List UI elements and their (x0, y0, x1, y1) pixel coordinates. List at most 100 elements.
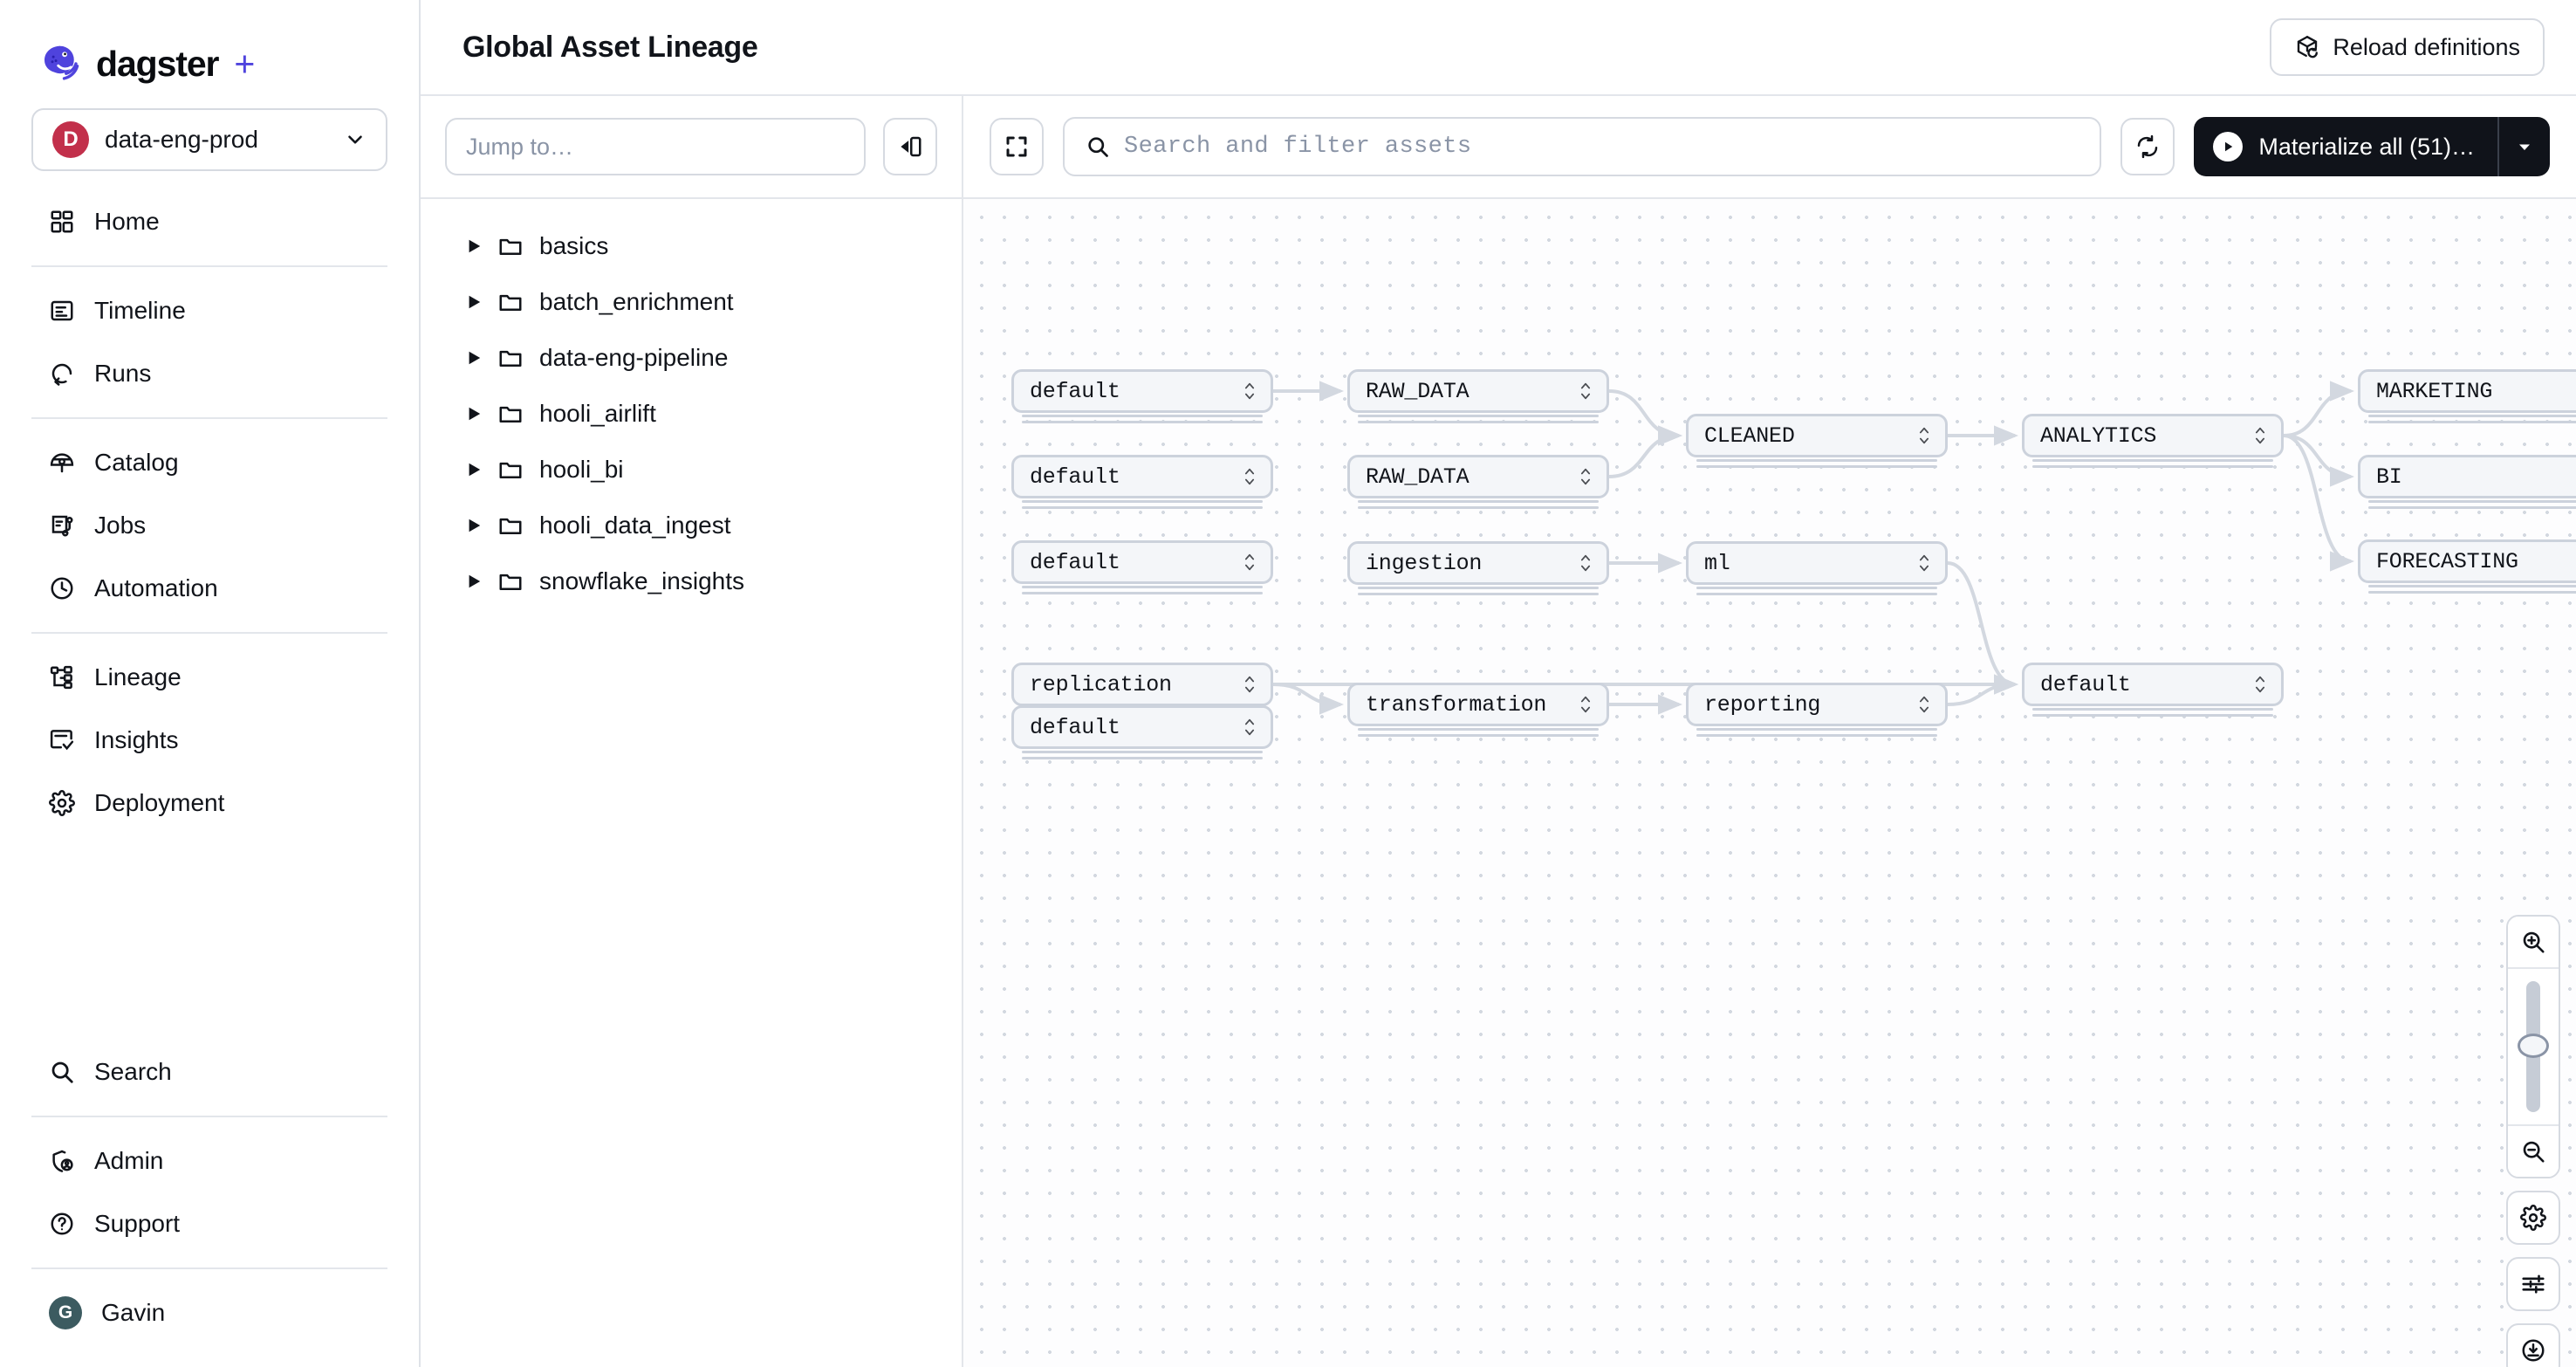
tree-item-hooli-airlift[interactable]: hooli_airlift (421, 386, 962, 442)
refresh-icon (2138, 134, 2158, 159)
triangle-right-icon (469, 463, 481, 477)
layout-options-button[interactable] (2506, 1257, 2560, 1311)
zoom-slider-thumb[interactable] (2518, 1034, 2549, 1058)
lineage-node-label: transformation (1366, 691, 1547, 718)
materialize-options-button[interactable] (2499, 117, 2550, 176)
sidebar-item-automation[interactable]: Automation (0, 557, 419, 620)
folder-icon (499, 350, 522, 367)
updown-chevron-icon (1919, 696, 1929, 713)
lineage-node[interactable]: FORECASTING (2358, 539, 2576, 583)
sidebar-item-label: Lineage (94, 663, 182, 690)
materialize-all-button[interactable]: Materialize all (51)… (2194, 117, 2497, 176)
lineage-edge (2283, 434, 2354, 487)
sidebar-item-home[interactable]: Home (0, 190, 419, 253)
reload-definitions-button[interactable]: Reload definitions (2270, 18, 2545, 76)
triangle-right-icon (469, 519, 481, 532)
lineage-node[interactable]: ml (1686, 541, 1948, 585)
fit-view-button[interactable] (990, 118, 1044, 175)
lineage-node[interactable]: default (2022, 663, 2284, 706)
zoom-in-button[interactable] (2508, 917, 2559, 967)
download-circle-icon (2522, 1339, 2545, 1362)
sidebar-item-lineage[interactable]: Lineage (0, 646, 419, 709)
download-graph-button[interactable] (2506, 1323, 2560, 1367)
sidebar-item-label: Home (94, 208, 160, 235)
main-content: Global Asset Lineage Reload definitions (421, 0, 2576, 1367)
lineage-node-label: default (1030, 549, 1120, 575)
tree-item-hooli-data-ingest[interactable]: hooli_data_ingest (421, 498, 962, 553)
collapse-left-panel-button[interactable] (883, 118, 937, 175)
brand[interactable]: dagster + (0, 0, 419, 94)
tree-item-basics[interactable]: basics (421, 218, 962, 274)
nav-divider (31, 417, 387, 419)
folder-icon (499, 294, 522, 311)
lineage-node[interactable]: ingestion (1347, 541, 1609, 585)
triangle-right-icon (469, 295, 481, 309)
sidebar-item-label: Support (94, 1210, 181, 1237)
lineage-node[interactable]: default (1011, 705, 1273, 749)
tree-item-batch-enrichment[interactable]: batch_enrichment (421, 274, 962, 330)
lineage-edge (1608, 425, 1682, 478)
sidebar-item-user[interactable]: G Gavin (0, 1281, 419, 1344)
lineage-node-label: CLEANED (1704, 422, 1795, 449)
sidebar-item-label: Runs (94, 360, 152, 387)
sidebar-item-jobs[interactable]: Jobs (0, 494, 419, 557)
lineage-node[interactable]: default (1011, 540, 1273, 584)
lineage-node[interactable]: RAW_DATA (1347, 369, 1609, 413)
tree-item-snowflake-insights[interactable]: snowflake_insights (421, 553, 962, 609)
asset-group-tree: basics batch_enrichment data-eng-pipelin… (421, 199, 963, 1367)
updown-chevron-icon (1244, 676, 1255, 693)
lineage-node-label: default (1030, 464, 1120, 490)
sidebar-item-search[interactable]: Search (0, 1041, 419, 1103)
sidebar-bottom: Search Admin Support (0, 1041, 419, 1344)
sidebar-item-insights[interactable]: Insights (0, 709, 419, 772)
jump-to-input[interactable] (445, 118, 866, 175)
lineage-node[interactable]: CLEANED (1686, 414, 1948, 457)
lineage-node[interactable]: default (1011, 455, 1273, 498)
lineage-node[interactable]: BI (2358, 455, 2576, 498)
lineage-node-label: BI (2376, 464, 2402, 490)
lineage-node[interactable]: reporting (1686, 683, 1948, 726)
lineage-node[interactable]: transformation (1347, 683, 1609, 726)
zoom-out-button[interactable] (2508, 1126, 2559, 1177)
lineage-node[interactable]: RAW_DATA (1347, 455, 1609, 498)
materialize-all-label: Materialize all (51)… (2258, 133, 2475, 160)
lineage-node-label: replication (1030, 671, 1172, 697)
grid-icon (51, 210, 73, 233)
page-header: Global Asset Lineage Reload definitions (421, 0, 2576, 96)
jobs-icon (51, 515, 73, 537)
sidebar-item-timeline[interactable]: Timeline (0, 279, 419, 342)
refresh-button[interactable] (2120, 118, 2175, 175)
updown-chevron-icon (2255, 427, 2265, 444)
sidebar-item-deployment[interactable]: Deployment (0, 772, 419, 835)
lineage-edge (1272, 683, 1344, 715)
tree-item-hooli-bi[interactable]: hooli_bi (421, 442, 962, 498)
sidebar-item-admin[interactable]: Admin (0, 1130, 419, 1192)
brand-plus: + (234, 43, 256, 84)
zoom-slider[interactable] (2508, 969, 2559, 1124)
triangle-right-icon (469, 239, 481, 253)
updown-chevron-icon (1244, 382, 1255, 400)
lineage-node-stack (1696, 728, 1937, 737)
lineage-graph-icon (50, 665, 72, 690)
sidebar-item-support[interactable]: Support (0, 1192, 419, 1255)
updown-chevron-icon (1244, 718, 1255, 736)
lineage-node[interactable]: ANALYTICS (2022, 414, 2284, 457)
content-body: basics batch_enrichment data-eng-pipelin… (421, 199, 2576, 1367)
lineage-node[interactable]: MARKETING (2358, 369, 2576, 413)
lineage-edge (2283, 434, 2354, 572)
sidebar-item-catalog[interactable]: Catalog (0, 431, 419, 494)
tree-item-data-eng-pipeline[interactable]: data-eng-pipeline (421, 330, 962, 386)
updown-chevron-icon (1580, 382, 1591, 400)
zoom-controls (2506, 915, 2560, 1367)
org-selector[interactable]: D data-eng-prod (31, 108, 387, 171)
asset-search-box[interactable]: Search and filter assets (1063, 117, 2102, 176)
sidebar-item-runs[interactable]: Runs (0, 342, 419, 405)
user-name-label: Gavin (101, 1299, 166, 1326)
triangle-right-icon (469, 351, 481, 365)
graph-settings-button[interactable] (2506, 1191, 2560, 1245)
lineage-node[interactable]: replication (1011, 663, 1273, 706)
lineage-node[interactable]: default (1011, 369, 1273, 413)
tree-item-label: batch_enrichment (539, 288, 734, 315)
updown-chevron-icon (1580, 696, 1591, 713)
